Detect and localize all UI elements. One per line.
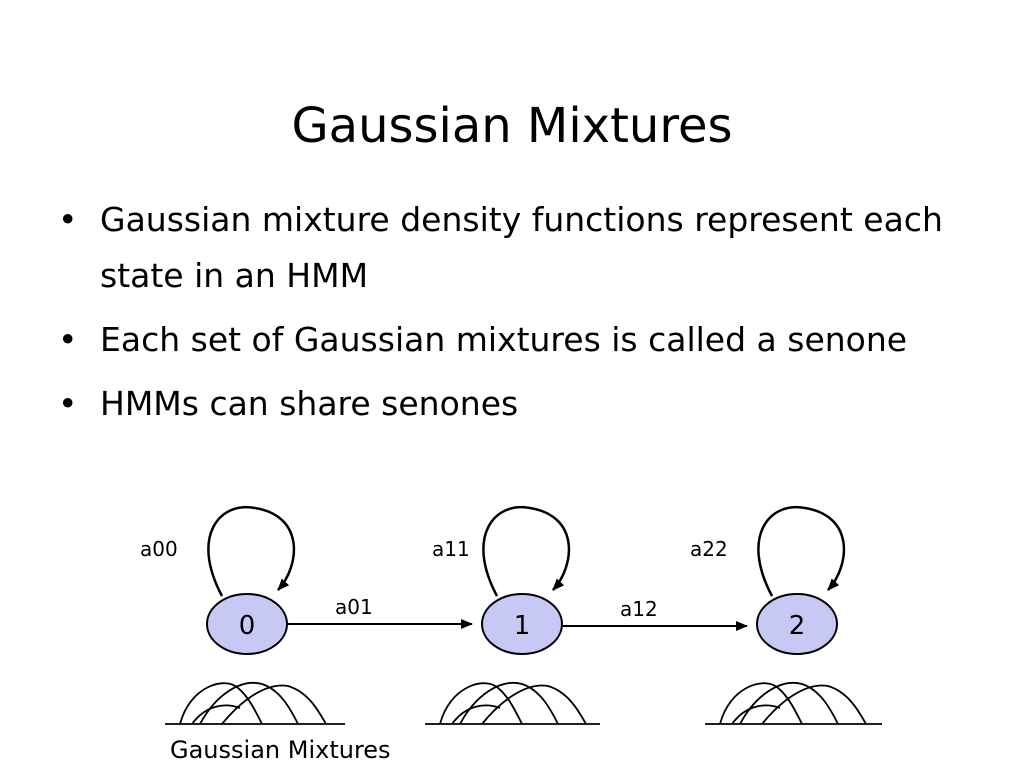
state-node-0 — [206, 593, 288, 655]
bullet-item: • Each set of Gaussian mixtures is calle… — [58, 312, 958, 368]
gaussian-mixture-sketch-0 — [165, 682, 345, 725]
bullet-dot: • — [58, 320, 78, 359]
self-loop-label-2: a22 — [690, 537, 728, 561]
bullet-dot: • — [58, 200, 78, 239]
gaussian-mixture-sketch-1 — [425, 682, 600, 725]
self-loop-1 — [482, 505, 571, 597]
bullet-text: Gaussian mixture density functions repre… — [100, 200, 943, 295]
state-node-2 — [756, 593, 838, 655]
self-loop-label-0: a00 — [140, 537, 178, 561]
diagram-caption: Gaussian Mixtures — [170, 736, 391, 764]
self-loop-2 — [757, 505, 846, 597]
state-node-1 — [481, 593, 563, 655]
self-loop-label-1: a11 — [432, 537, 470, 561]
self-loop-0 — [207, 505, 296, 597]
bullet-item: • HMMs can share senones — [58, 376, 958, 432]
state-label-1: 1 — [514, 611, 531, 641]
transition-label-12: a12 — [620, 597, 658, 621]
bullet-dot: • — [58, 384, 78, 423]
slide-title: Gaussian Mixtures — [291, 98, 733, 155]
bullet-item: • Gaussian mixture density functions rep… — [58, 192, 958, 304]
bullet-text: Each set of Gaussian mixtures is called … — [100, 320, 908, 359]
state-label-2: 2 — [789, 611, 806, 641]
hmm-diagram: 0 1 2 a00 a11 a22 a01 a12 — [140, 505, 882, 764]
gaussian-mixture-sketch-2 — [705, 682, 882, 725]
state-label-0: 0 — [239, 611, 256, 641]
transition-label-01: a01 — [335, 595, 373, 619]
bullet-text: HMMs can share senones — [100, 384, 519, 423]
bullet-list: • Gaussian mixture density functions rep… — [58, 192, 958, 440]
